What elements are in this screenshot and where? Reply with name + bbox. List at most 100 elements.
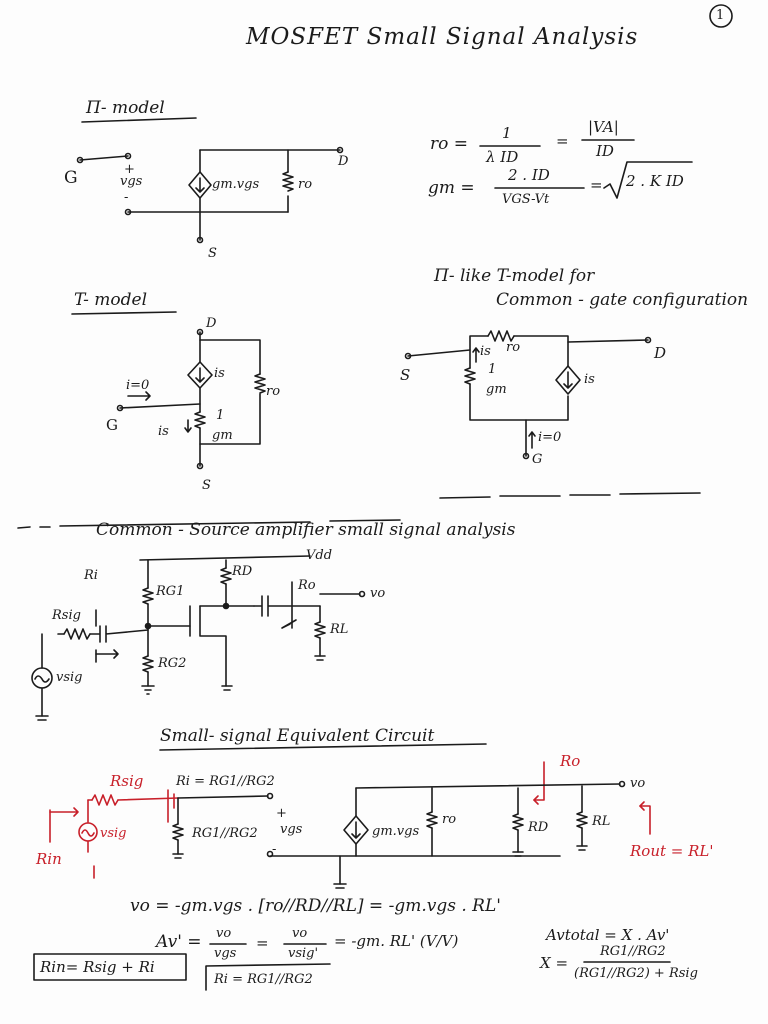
- pl-ro-label: ro: [506, 340, 521, 355]
- sqrt-sign: [603, 161, 693, 199]
- pl-gate-label: G: [532, 452, 543, 467]
- ro-den: λ ID: [486, 148, 519, 166]
- ro-den-2: ID: [596, 142, 614, 160]
- cs-ri-label: Ri: [84, 568, 98, 583]
- t-source-label: S: [202, 478, 211, 493]
- ro-eq: =: [556, 132, 569, 150]
- pi-gate-label: G: [64, 168, 78, 188]
- av-f2-den: vsig': [288, 946, 319, 961]
- ri-box-partial: [205, 963, 331, 991]
- pi-source-node: S: [208, 246, 217, 261]
- cs-rl-label: RL: [330, 622, 349, 637]
- eq-vo: vo: [630, 776, 646, 791]
- av-f2-num: vo: [292, 926, 308, 941]
- t-heading-underline: [71, 311, 177, 315]
- av-eq-1: =: [256, 934, 269, 952]
- ri-box-text: Ri = RG1//RG2: [214, 972, 313, 987]
- cs-rsig-label: Rsig: [52, 608, 81, 623]
- t-model-heading: T- model: [74, 290, 148, 310]
- eq-vgs: vgs: [280, 822, 303, 837]
- section-separator-2: [439, 492, 701, 499]
- t-model-circuit: [116, 328, 266, 470]
- vo-equation: vo = -gm.vgs . [ro//RD//RL] = -gm.vgs . …: [130, 896, 501, 916]
- eq-vsig: vsig: [100, 826, 127, 841]
- gm-sqrt-content: 2 . K ID: [626, 172, 684, 190]
- pl-one-label: 1: [488, 362, 497, 377]
- gm-num: 2 . ID: [508, 166, 550, 184]
- cs-vdd-label: Vdd: [306, 548, 333, 563]
- page-title: MOSFET Small Signal Analysis: [246, 24, 639, 50]
- rin-box: [33, 953, 187, 981]
- pi-model-heading: Π- model: [86, 98, 165, 118]
- pl-is-right-label: is: [584, 372, 595, 387]
- cs-amplifier-circuit: [31, 555, 366, 721]
- eq-minus: -: [272, 842, 277, 857]
- eq-rl: RL: [592, 814, 611, 829]
- t-is-down-label: is: [158, 424, 169, 439]
- cs-ro-label: Ro: [298, 578, 316, 593]
- pi-like-heading-1: Π- like T-model for: [434, 266, 595, 286]
- gm-den: VGS-Vt: [502, 192, 550, 207]
- pi-model-circuit: [76, 146, 344, 244]
- x-num: RG1//RG2: [600, 944, 666, 959]
- x-den: (RG1//RG2) + Rsig: [574, 966, 698, 981]
- cs-rd-label: RD: [232, 564, 253, 579]
- eq-rd: RD: [528, 820, 549, 835]
- pl-izero-label: i=0: [538, 430, 562, 445]
- page-number: 1: [716, 8, 725, 23]
- pl-drain-label: D: [654, 344, 667, 362]
- x-lhs: X =: [540, 954, 569, 972]
- pi-like-t-model-circuit: [404, 330, 652, 460]
- cs-heading: Common - Source amplifier small signal a…: [96, 520, 516, 540]
- equiv-heading: Small- signal Equivalent Circuit: [160, 726, 435, 746]
- eq-ro: ro: [442, 812, 457, 827]
- ro-lhs: ro =: [430, 134, 469, 154]
- pi-vgs-minus: -: [124, 190, 129, 205]
- rin-box-text: Rin= Rsig + Ri: [40, 958, 155, 976]
- t-gm-label: gm: [212, 428, 233, 443]
- pi-like-heading-2: Common - gate configuration: [496, 290, 749, 310]
- av-f1-num: vo: [216, 926, 232, 941]
- equiv-circuit: [49, 761, 651, 889]
- pi-source-label: gm.vgs: [212, 177, 260, 192]
- t-ro-label: ro: [266, 384, 281, 399]
- eq-rout: Rout = RL': [630, 842, 714, 860]
- eq-rg-par: RG1//RG2: [192, 826, 258, 841]
- gm-lhs: gm =: [428, 178, 475, 198]
- pl-gm-label: gm: [486, 382, 507, 397]
- ro-num-2: |VA|: [588, 118, 619, 136]
- av-lhs: Av' =: [156, 932, 202, 952]
- eq-gmvgs: gm.vgs: [372, 824, 420, 839]
- page-number-circle: [709, 4, 733, 28]
- equiv-heading-underline: [159, 743, 487, 751]
- eq-rsig-label: Rsig: [110, 772, 144, 790]
- pi-drain-label: D: [338, 154, 349, 169]
- eq-rin: Rin: [36, 850, 62, 868]
- gm-eq: =: [590, 176, 603, 194]
- cs-vsig-label: vsig: [56, 670, 83, 685]
- t-is-label: is: [214, 366, 225, 381]
- av-rest: = -gm. RL' (V/V): [334, 932, 459, 950]
- t-izero-label: i=0: [126, 378, 150, 393]
- eq-ri-label: Ri = RG1//RG2: [176, 774, 275, 789]
- t-one-label: 1: [216, 408, 225, 423]
- cs-vo-label: vo: [370, 586, 386, 601]
- av-total: Avtotal = X . Av': [546, 926, 670, 944]
- t-drain-label: D: [206, 316, 217, 331]
- eq-ro-out: Ro: [560, 752, 581, 770]
- t-gate-label: G: [106, 416, 118, 434]
- pl-source-label: S: [400, 366, 411, 384]
- pi-ro-label: ro: [298, 177, 313, 192]
- ro-num: 1: [502, 124, 512, 142]
- pi-vgs-label: vgs: [120, 174, 143, 189]
- section-separator-1: [17, 519, 401, 529]
- cs-rg2-label: RG2: [158, 656, 187, 671]
- pi-vgs-plus: +: [124, 162, 135, 177]
- pl-is-label: is: [480, 344, 491, 359]
- pi-heading-underline: [81, 117, 197, 123]
- cs-rg1-label: RG1: [156, 584, 185, 599]
- eq-plus: +: [276, 806, 287, 821]
- av-f1-den: vgs: [214, 946, 237, 961]
